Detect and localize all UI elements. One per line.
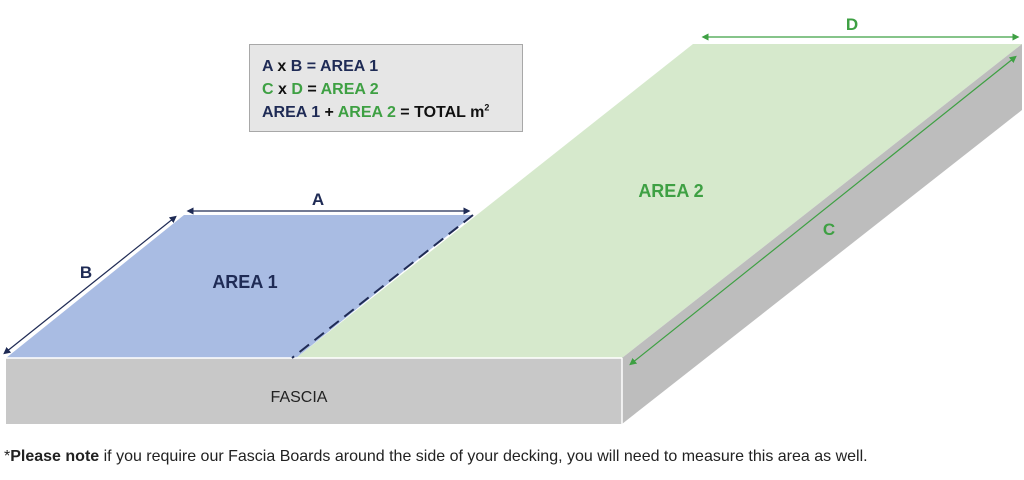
dimension-b-arrow: [3, 215, 177, 355]
fascia-front: [6, 358, 622, 424]
formula-area1: AREA 1: [262, 104, 321, 121]
footnote-text: if you require our Fascia Boards around …: [99, 448, 868, 465]
formula-area1-result: AREA 1: [320, 58, 379, 75]
label-c: C: [823, 220, 835, 239]
footnote-bold: Please note: [10, 448, 100, 465]
dimension-c-arrow: [629, 55, 1017, 366]
formula-times: x: [278, 81, 287, 98]
formula-times: x: [277, 58, 287, 75]
formula-c: C: [262, 81, 274, 98]
label-b: B: [80, 263, 92, 282]
formula-plus: +: [324, 104, 334, 121]
label-fascia: FASCIA: [271, 389, 328, 406]
formula-line-1: A x B = AREA 1: [262, 55, 522, 78]
footnote-asterisk: *: [4, 448, 11, 465]
formula-equals: =: [307, 81, 317, 98]
formula-line-2: C x D = AREA 2: [262, 78, 522, 101]
label-area2: AREA 2: [638, 181, 703, 201]
formula-a: A: [262, 58, 273, 75]
formula-box: A x B = AREA 1 C x D = AREA 2 AREA 1 + A…: [249, 44, 523, 132]
footnote: *Please note if you require our Fascia B…: [4, 448, 1020, 466]
formula-d: D: [291, 81, 303, 98]
formula-equals: =: [400, 104, 410, 121]
formula-line-3: AREA 1 + AREA 2 = TOTAL m2: [262, 101, 522, 124]
formula-area2: AREA 2: [337, 104, 396, 121]
decking-diagram: A B C D AREA 1 AREA 2 FASCIA: [3, 15, 1022, 424]
label-a: A: [312, 190, 324, 209]
formula-superscript: 2: [484, 102, 490, 113]
formula-total: TOTAL m2: [414, 102, 490, 121]
formula-b: B: [290, 58, 303, 75]
area-divider-dashed: [291, 214, 474, 359]
formula-equals: =: [306, 58, 317, 75]
label-d: D: [846, 15, 858, 34]
formula-area2-result: AREA 2: [320, 81, 379, 98]
label-area1: AREA 1: [212, 272, 277, 292]
